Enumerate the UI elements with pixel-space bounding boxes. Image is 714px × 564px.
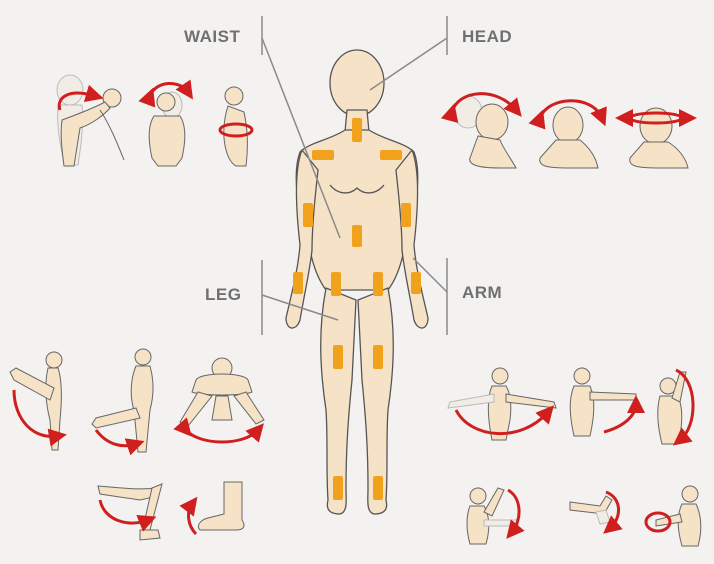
leg-leader (261, 294, 339, 321)
elbow-bend-arrow (506, 488, 525, 539)
head-leader (369, 37, 448, 91)
arm-motions (447, 367, 702, 547)
label-head: HEAD (462, 27, 513, 46)
elbow-bend-figure (466, 487, 519, 545)
sensor-right-thigh (373, 272, 383, 296)
head-nod-arrow (440, 92, 522, 124)
leg-split-figure (179, 357, 265, 427)
leg-split-arrow (173, 417, 264, 444)
waist-turn-arrow (138, 79, 194, 108)
head-tilt-arrow (528, 99, 607, 130)
sensor-waist (352, 225, 362, 247)
arm-swing-figure (447, 367, 557, 441)
sensor-right-ankle (373, 476, 383, 500)
sensor-left-ankle (333, 476, 343, 500)
arm-leader (412, 257, 448, 293)
arm-lift-arrow (603, 395, 645, 434)
waist-twist-arrow (218, 122, 254, 138)
leg-motions (9, 348, 265, 541)
leader-lines (261, 16, 448, 335)
sensor-right-upper-arm (401, 203, 411, 227)
waist-turn-figure (148, 91, 186, 167)
arm-swing-arrow (454, 405, 554, 435)
waist-leader (261, 37, 341, 239)
waist-twist-figure (223, 86, 248, 167)
sensor-right-shoulder (380, 150, 402, 160)
sensor-left-forearm (293, 272, 303, 294)
sensor-right-knee (373, 345, 383, 369)
knee-bend-arrow (98, 499, 157, 532)
arm-lift-figure (569, 367, 637, 437)
wrist-flex-arrow (603, 490, 623, 534)
head-nod-figure (453, 95, 517, 169)
forearm-rotate-arrow (644, 511, 672, 533)
label-arm: ARM (462, 283, 503, 302)
wrist-flex-figure (569, 495, 613, 525)
sensor-right-forearm (411, 272, 421, 294)
label-leg: LEG (205, 285, 242, 304)
waist-motions (56, 74, 254, 167)
sensor-left-knee (333, 345, 343, 369)
ankle-flex-figure (197, 481, 245, 531)
ankle-flex-arrow (179, 496, 198, 536)
figure-head (329, 49, 385, 117)
forearm-rotate-figure (655, 485, 702, 547)
label-waist: WAIST (184, 27, 241, 46)
head-tilt-figure (539, 106, 599, 169)
waist-bend-arrow (57, 84, 104, 111)
leg-raise-side-figure (91, 348, 154, 453)
figure-chest-line (329, 184, 385, 194)
sensor-neck (352, 118, 362, 142)
leg-raise-front-arrow (12, 389, 67, 447)
head-turn-figure (629, 107, 689, 169)
sensor-left-thigh (331, 272, 341, 296)
figure-left-leg (320, 287, 357, 515)
waist-bend-figure (56, 74, 125, 167)
sensor-left-upper-arm (303, 203, 313, 227)
sensor-markers (293, 118, 421, 500)
sensor-left-shoulder (312, 150, 334, 160)
head-motions (440, 92, 697, 169)
leg-raise-side-arrow (94, 429, 145, 456)
arm-circle-arrow (672, 368, 695, 446)
figure-right-leg (357, 287, 394, 515)
arm-circle-figure (657, 371, 687, 445)
